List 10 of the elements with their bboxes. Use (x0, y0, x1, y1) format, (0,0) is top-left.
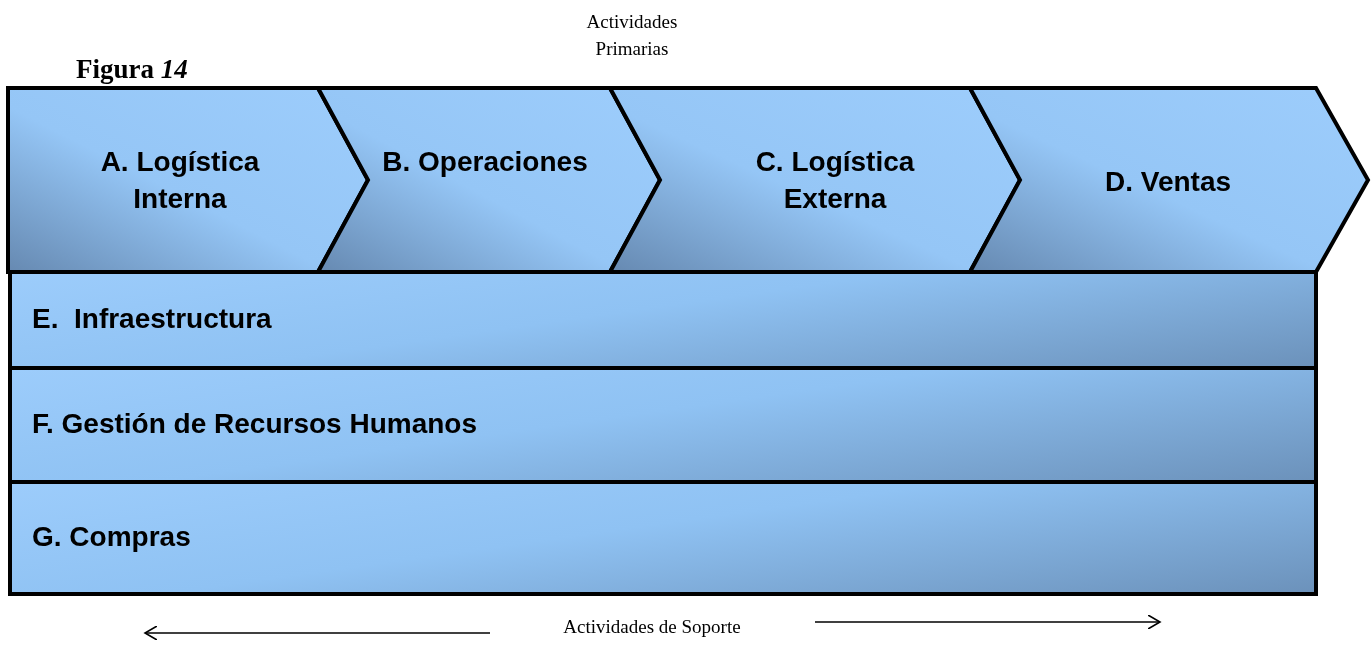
activity-label: D. Ventas (1103, 165, 1233, 199)
activity-label: B. Operaciones (381, 145, 589, 179)
activity-label: E. Infraestructura (32, 303, 272, 335)
figure-title: Figura 14 (76, 54, 188, 85)
section-label: Actividades de Soporte (562, 616, 742, 638)
activity-label: A. Logística Interna (99, 145, 261, 216)
activity-label: G. Compras (32, 521, 191, 553)
activity-label: C. Logística Externa (754, 145, 916, 216)
section-label: Actividades Primarias (585, 10, 679, 61)
activity-label: F. Gestión de Recursos Humanos (32, 408, 477, 440)
